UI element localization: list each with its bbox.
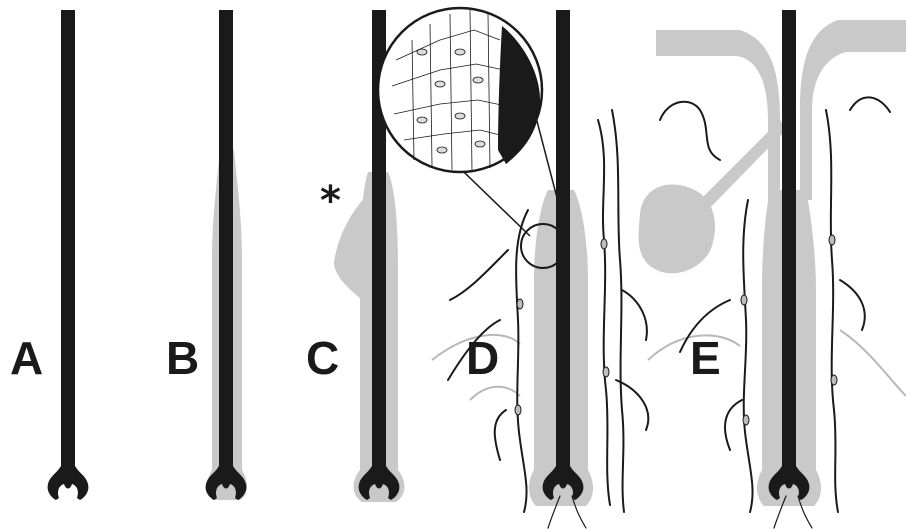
panel-label-a: A — [10, 332, 43, 384]
panel-e: E — [639, 10, 906, 528]
panel-b: B — [166, 10, 247, 500]
panel-label-c: C — [306, 332, 339, 384]
panel-a: A — [10, 10, 88, 500]
nerve-ending — [601, 239, 607, 249]
nerve-ending — [603, 367, 609, 377]
nerve-ending — [741, 295, 747, 305]
hair-shaft — [48, 10, 89, 500]
nerve-ending — [517, 299, 523, 309]
inset-hair-edge — [498, 26, 540, 164]
panel-label-e: E — [690, 332, 721, 384]
panel-label-d: D — [466, 332, 499, 384]
nerve-fiber — [612, 110, 624, 512]
nerve-ending — [515, 405, 521, 415]
asterisk-marker: * — [320, 178, 341, 224]
epidermis-right — [800, 20, 906, 200]
nerve-fiber — [743, 200, 752, 512]
epidermis-left — [656, 30, 780, 200]
panel-d: D — [378, 8, 648, 528]
nerve-fiber — [826, 110, 838, 512]
nerve-ending — [743, 415, 749, 425]
panel-label-b: B — [166, 332, 199, 384]
nerve-ending — [831, 375, 837, 385]
nerve-fiber — [598, 120, 610, 505]
nerve-ending — [829, 235, 835, 245]
